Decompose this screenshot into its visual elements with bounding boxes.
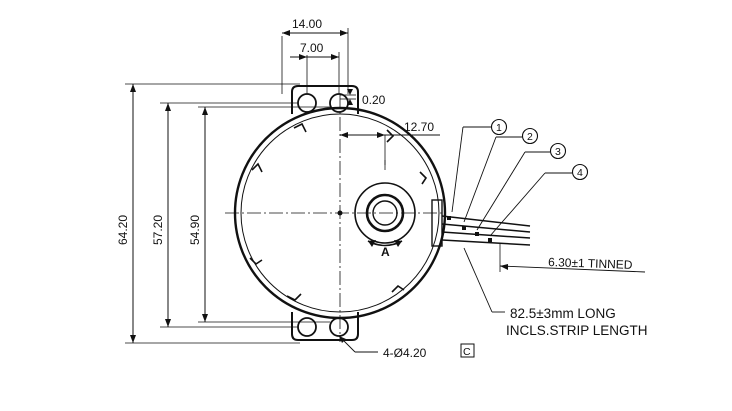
dim-12-70: 12.70 xyxy=(404,120,434,134)
dimension-tab-half: 7.00 xyxy=(290,41,340,94)
view-marker-a: A xyxy=(381,245,390,259)
box-marker-c: C xyxy=(463,346,471,358)
callout-2: 2 xyxy=(527,131,533,143)
dim-0-20: 0.20 xyxy=(362,93,386,107)
callout-4: 4 xyxy=(577,167,583,179)
dimension-hole-spacing: 57.20 xyxy=(151,102,298,328)
callout-balloons: 1 2 3 4 xyxy=(451,118,589,237)
tinned-dimension: 6.30±1 TINNED xyxy=(499,244,646,273)
dimension-tab-offset: 0.20 xyxy=(340,89,386,107)
lead-length-callout: 82.5±3mm LONG INCLS.STRIP LENGTH xyxy=(463,247,648,338)
dim-54-90: 54.90 xyxy=(188,215,202,245)
lead-length-line1: 82.5±3mm LONG xyxy=(510,306,616,321)
dimension-tab-pitch: 14.00 xyxy=(281,17,349,94)
lead-length-line2: INCLS.STRIP LENGTH xyxy=(506,323,648,338)
lead-wires xyxy=(441,215,531,246)
dim-64-20: 64.20 xyxy=(116,215,130,245)
dimension-shaft-offset: 12.70 xyxy=(340,120,440,165)
dim-14-00: 14.00 xyxy=(292,17,322,31)
dimension-body-height: 54.90 xyxy=(188,106,330,323)
callout-3: 3 xyxy=(555,146,561,158)
dim-7-00: 7.00 xyxy=(300,41,324,55)
hole-spec-callout: 4-Ø4.20 C xyxy=(338,335,475,360)
dim-57-20: 57.20 xyxy=(151,215,165,245)
callout-1: 1 xyxy=(496,122,502,134)
hole-spec: 4-Ø4.20 xyxy=(383,346,427,360)
output-shaft: A xyxy=(354,160,416,259)
tinned-note: 6.30±1 TINNED xyxy=(548,255,633,272)
dimension-overall-height: 64.20 xyxy=(116,83,300,344)
